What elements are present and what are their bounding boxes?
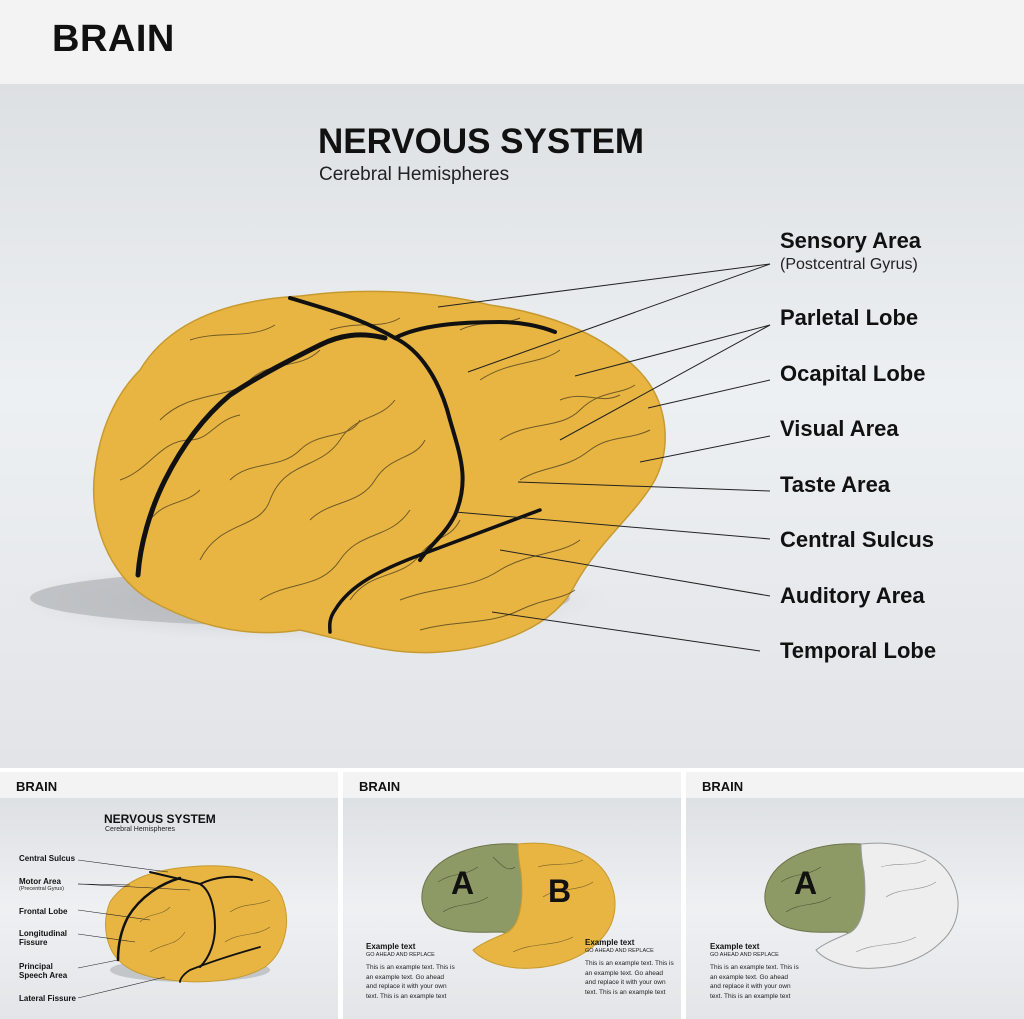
thumb-label-principal-speech-area: Principal Speech Area [19,962,68,980]
thumbnail-1[interactable]: BRAIN [0,772,338,1019]
thumbnail-bar [686,772,1024,798]
thumbnail-3[interactable]: BRAIN A Example text GO AHEAD AND REPLAC… [686,772,1024,1019]
label-taste-area: Taste Area [780,472,891,497]
thumb-label-frontal-lobe: Frontal Lobe [19,907,68,916]
thumb-label-motor-area: Motor Area [19,877,61,886]
thumb-label-central-sulcus: Central Sulcus [19,854,76,863]
region-a-text: A [794,865,817,901]
thumbnail-bar [343,772,681,798]
thumbnail-1-diagram [77,859,288,999]
thumbnail-2-diagram: A B [421,842,616,969]
region-b-text: B [548,873,571,909]
header-bar: BRAIN [0,0,1024,84]
label-parletal-lobe: Parletal Lobe [780,305,919,330]
thumbnail-1-heading: NERVOUS SYSTEM [104,812,216,826]
example-sub: GO AHEAD AND REPLACE [710,952,779,958]
example-heading-left: Example text [366,942,416,951]
example-sub-left: GO AHEAD AND REPLACE [366,952,435,958]
thumbnail-1-subheading: Cerebral Hemispheres [105,826,176,833]
brain-shape [92,290,666,654]
main-title: NERVOUS SYSTEM [318,122,645,161]
thumbnail-2[interactable]: BRAIN A B Example text GO AHEAD AND REPL… [343,772,681,1019]
header-title: BRAIN [52,18,175,60]
example-sub-right: GO AHEAD AND REPLACE [585,948,654,954]
example-body: This is an example text. This is an exam… [710,964,799,1000]
label-central-sulcus: Central Sulcus [780,527,935,552]
label-temporal-lobe: Temporal Lobe [780,638,937,663]
example-heading-right: Example text [585,938,635,947]
thumbnail-title: BRAIN [16,779,58,794]
thumbnail-strip: BRAIN [0,768,1024,1019]
thumb-label-motor-area-sub: (Precentral Gyrus) [19,886,64,892]
example-heading: Example text [710,942,760,951]
thumbnail-bar [0,772,338,798]
thumbnail-title: BRAIN [702,779,744,794]
region-a-text: A [451,865,474,901]
label-sensory-area: Sensory Area [780,228,922,253]
example-body-right: This is an example text. This is an exam… [585,960,674,996]
thumb-label-longitudinal-fissure: Longitudinal Fissure [19,929,67,947]
leader-lines [437,263,771,652]
main-slide: NERVOUS SYSTEM Cerebral Hemispheres Sens… [0,84,1024,768]
thumbnail-3-diagram: A [764,842,959,969]
brain-fissures [135,296,557,634]
thumb-label-lateral-fissure: Lateral Fissure [19,994,76,1003]
label-visual-area: Visual Area [780,416,899,441]
main-subtitle: Cerebral Hemispheres [319,164,510,185]
example-body-left: This is an example text. This is an exam… [366,964,455,1000]
label-ocapital-lobe: Ocapital Lobe [780,361,926,386]
label-auditory-area: Auditory Area [780,583,925,608]
brain-diagram [10,263,771,654]
label-sensory-area-sub: (Postcentral Gyrus) [780,256,918,273]
thumbnail-title: BRAIN [359,779,401,794]
